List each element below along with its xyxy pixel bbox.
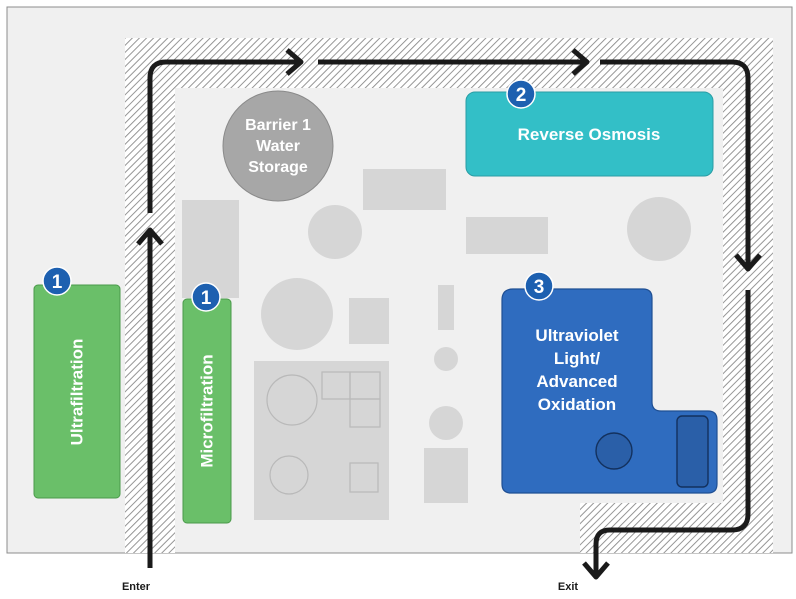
equipment-block: [438, 285, 454, 330]
step-badge-microfiltration: 1: [191, 282, 221, 312]
flow-arrowhead: [136, 227, 164, 246]
equipment-tank: [308, 205, 362, 259]
step-badge-ultrafiltration: 1: [42, 266, 72, 296]
flow-arrowhead: [582, 561, 610, 580]
step-badge-reverse-osmosis: 2: [506, 79, 536, 109]
reverse-osmosis-label: Reverse Osmosis: [518, 125, 661, 144]
storage-label-line: Storage: [248, 159, 308, 176]
storage-label-line: Water: [256, 138, 300, 155]
flow-path: [136, 48, 762, 580]
ultrafiltration-label: Ultrafiltration: [68, 339, 87, 446]
uv-reactor-vessel: [595, 432, 633, 470]
equipment-tank: [261, 278, 333, 350]
svg-text:2: 2: [516, 85, 527, 106]
enter-label: Enter: [122, 581, 151, 593]
step-badge-uv: 3: [524, 271, 554, 301]
flow-exit-segment: [593, 290, 751, 574]
uv-advanced-oxidation-unit[interactable]: Ultraviolet Light/ Advanced Oxidation: [501, 288, 718, 494]
equipment-block: [363, 169, 446, 210]
equipment-group: [182, 169, 691, 520]
flow-arrowhead: [734, 253, 762, 272]
microfiltration-unit[interactable]: Microfiltration: [182, 298, 232, 524]
flow-segment: [147, 59, 298, 213]
ultrafiltration-unit[interactable]: Ultrafiltration: [33, 284, 121, 499]
uv-label-line: Ultraviolet: [535, 326, 618, 345]
uv-label-line: Advanced: [536, 372, 617, 391]
storage-label-line: Barrier 1: [245, 117, 311, 134]
uv-label-line: Oxidation: [538, 395, 616, 414]
water-storage-tank[interactable]: Barrier 1 Water Storage: [222, 90, 334, 202]
microfiltration-label: Microfiltration: [198, 354, 217, 467]
reverse-osmosis-unit[interactable]: Reverse Osmosis: [465, 91, 714, 177]
equipment-block: [466, 217, 548, 254]
svg-text:1: 1: [201, 288, 212, 309]
equipment-block: [349, 298, 389, 344]
equipment-tank: [434, 347, 458, 371]
flow-segment: [600, 59, 751, 266]
equipment-tank: [627, 197, 691, 261]
equipment-block: [424, 448, 468, 503]
equipment-tank: [429, 406, 463, 440]
exit-label: Exit: [558, 581, 579, 593]
svg-text:1: 1: [52, 272, 63, 293]
flow-arrowhead: [285, 48, 304, 76]
equipment-block: [182, 200, 239, 298]
uv-label-line: Light/: [554, 349, 601, 368]
flow-arrowhead: [571, 48, 590, 76]
uv-reactor-module: [676, 415, 709, 488]
svg-text:3: 3: [534, 277, 545, 298]
equipment-skid-details: [266, 371, 381, 495]
